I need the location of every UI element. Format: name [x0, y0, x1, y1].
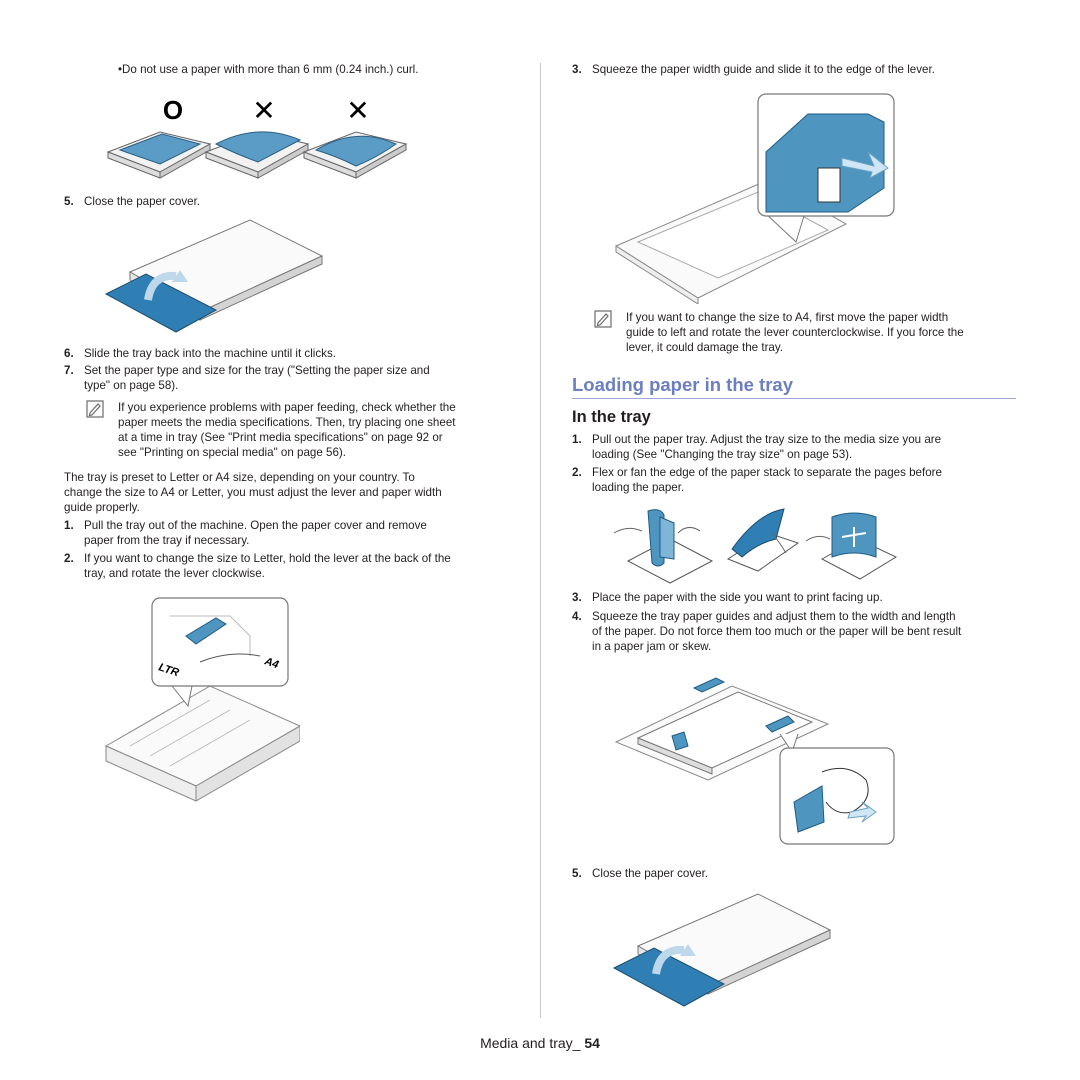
note-text: lever, it could damage the tray. — [626, 341, 784, 354]
paragraph: guide properly. — [64, 501, 140, 514]
step-text: Slide the tray back into the machine unt… — [84, 347, 336, 360]
ok-mark: O — [163, 95, 183, 125]
step-text: Close the paper cover. — [84, 195, 201, 208]
step-number: 4. — [572, 610, 582, 623]
step-number: 5. — [572, 867, 582, 880]
step-text: paper from the tray if necessary. — [84, 534, 250, 547]
page-number: 54 — [584, 1035, 600, 1051]
close-cover-figure — [104, 219, 324, 333]
step-number: 3. — [572, 591, 582, 604]
paragraph: change the size to A4 or Letter, you mus… — [64, 486, 442, 499]
note-text: If you experience problems with paper fe… — [118, 401, 456, 414]
step-text: Place the paper with the side you want t… — [592, 591, 883, 604]
step-text: in a paper jam or skew. — [592, 640, 712, 653]
section-rule — [572, 398, 1016, 399]
step-text: loading the paper. — [592, 481, 685, 494]
bad-mark-1: ✕ — [252, 95, 275, 126]
step-text: of the paper. Do not force them too much… — [592, 625, 962, 638]
step-text: tray, and rotate the lever clockwise. — [84, 567, 265, 580]
note-icon — [86, 400, 104, 418]
close-cover-figure-right — [612, 893, 832, 1007]
step-number: 6. — [64, 347, 74, 360]
paper-curl-figure: O ✕ ✕ — [106, 95, 408, 179]
step-number: 3. — [572, 63, 582, 76]
a4-label: A4 — [262, 655, 280, 671]
page-footer: Media and tray_ 54 — [0, 1035, 1080, 1051]
step-text: If you want to change the size to Letter… — [84, 552, 451, 565]
note-text: see "Printing on special media" on page … — [118, 446, 347, 459]
step-text: Pull out the paper tray. Adjust the tray… — [592, 433, 942, 446]
section-title: Loading paper in the tray — [572, 374, 793, 395]
column-divider — [540, 63, 541, 1018]
step-number: 1. — [572, 433, 582, 446]
note-text: at a time in tray (See "Print media spec… — [118, 431, 443, 444]
subsection-title: In the tray — [572, 408, 651, 426]
note-text: guide to left and rotate the lever count… — [626, 326, 964, 339]
fan-paper-figure — [613, 508, 898, 584]
footer-label: Media and tray_ — [480, 1035, 585, 1051]
note-text: If you want to change the size to A4, fi… — [626, 311, 949, 324]
step-text: Squeeze the paper width guide and slide … — [592, 63, 935, 76]
tray-curl-down — [302, 131, 408, 179]
tray-curl-up — [204, 131, 310, 179]
step-text: Squeeze the tray paper guides and adjust… — [592, 610, 956, 623]
paragraph: The tray is preset to Letter or A4 size,… — [64, 471, 415, 484]
width-guide-figure — [614, 93, 895, 304]
note-text: paper meets the media specifications. Th… — [118, 416, 456, 429]
note-icon — [594, 310, 612, 328]
step-text: loading (See "Changing the tray size" on… — [592, 448, 853, 461]
paper-guides-figure — [614, 677, 895, 845]
step-text: type" on page 58). — [84, 379, 179, 392]
step-number: 2. — [64, 552, 74, 565]
step-text: Pull the tray out of the machine. Open t… — [84, 519, 427, 532]
tray-flat — [106, 131, 212, 179]
curl-bullet: •Do not use a paper with more than 6 mm … — [118, 63, 419, 76]
step-text: Close the paper cover. — [592, 867, 709, 880]
tray-lever-figure: LTR A4 — [104, 597, 300, 802]
step-number: 1. — [64, 519, 74, 532]
step-number: 5. — [64, 195, 74, 208]
step-number: 7. — [64, 364, 74, 377]
step-number: 2. — [572, 466, 582, 479]
bad-mark-2: ✕ — [346, 95, 369, 126]
step-text: Flex or fan the edge of the paper stack … — [592, 466, 942, 479]
step-text: Set the paper type and size for the tray… — [84, 364, 430, 377]
